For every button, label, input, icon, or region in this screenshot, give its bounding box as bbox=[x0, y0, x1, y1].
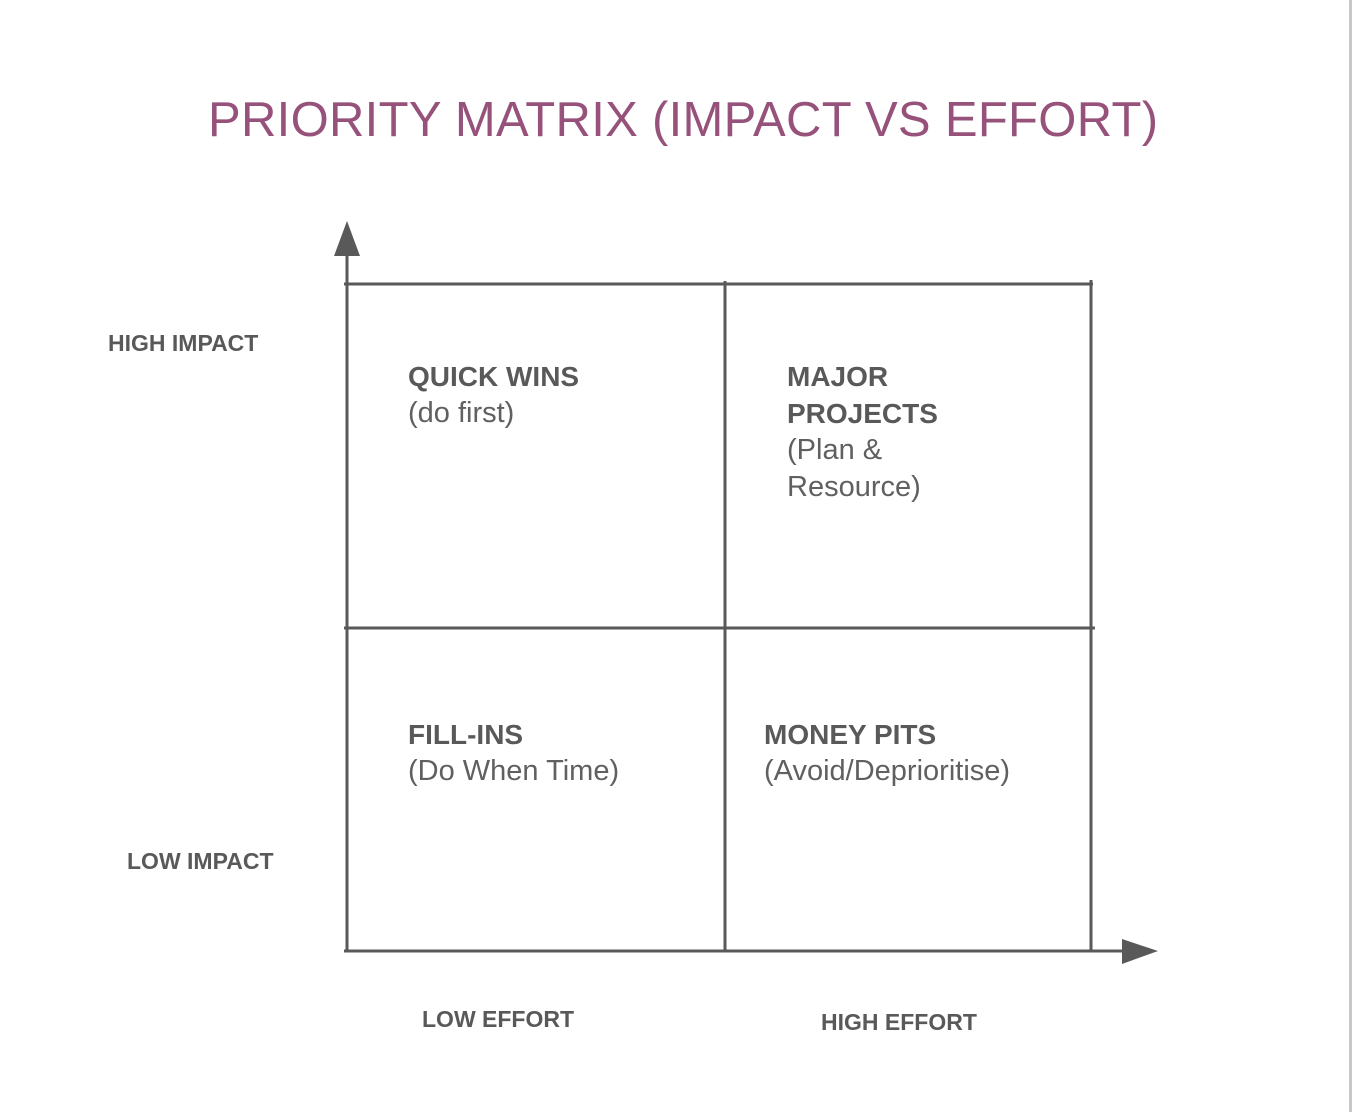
quadrant-subtitle: (Avoid/Deprioritise) bbox=[764, 755, 1011, 787]
quadrant-subtitle: (do first) bbox=[408, 397, 515, 429]
x-axis-low-label: LOW EFFORT bbox=[422, 1006, 575, 1032]
quadrant-fill-ins: FILL-INS (Do When Time) bbox=[408, 716, 718, 790]
arrow-right-icon bbox=[1122, 939, 1158, 964]
page-edge-divider bbox=[1349, 0, 1352, 1112]
quadrant-title: QUICK WINS bbox=[408, 361, 580, 392]
quadrant-subtitle: (Do When Time) bbox=[408, 755, 620, 787]
quadrant-title: MAJOR PROJECTS bbox=[787, 361, 938, 429]
arrow-up-icon bbox=[334, 221, 360, 256]
page-title: PRIORITY MATRIX (IMPACT VS EFFORT) bbox=[208, 93, 1159, 147]
quadrant-money-pits: MONEY PITS (Avoid/Deprioritise) bbox=[764, 716, 1084, 790]
quadrant-title: FILL-INS bbox=[408, 719, 524, 750]
quadrant-quick-wins: QUICK WINS (do first) bbox=[408, 358, 708, 432]
y-axis-low-label: LOW IMPACT bbox=[127, 848, 274, 874]
quadrant-major-projects: MAJOR PROJECTS (Plan & Resource) bbox=[787, 358, 987, 506]
x-axis-high-label: HIGH EFFORT bbox=[821, 1009, 977, 1035]
quadrant-subtitle: (Plan & Resource) bbox=[787, 434, 921, 503]
quadrant-title: MONEY PITS bbox=[764, 719, 937, 750]
y-axis-high-label: HIGH IMPACT bbox=[108, 330, 259, 356]
